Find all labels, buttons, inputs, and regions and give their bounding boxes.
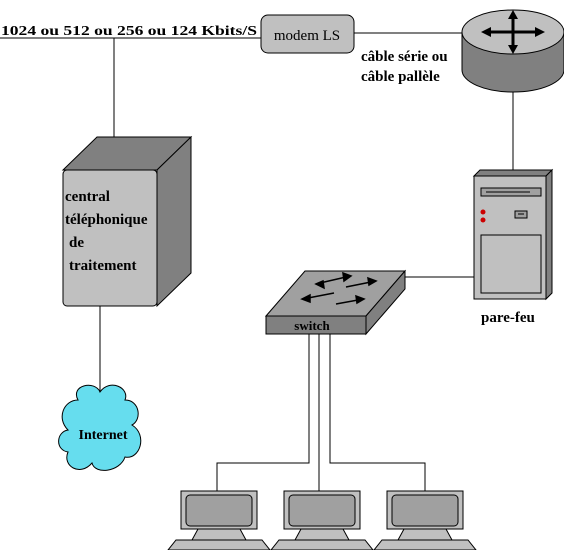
switch-label: switch (294, 318, 330, 333)
link-switch-pc3 (329, 333, 426, 491)
led-red-top (480, 209, 486, 215)
link-switch-pc1 (216, 333, 310, 491)
monitor-icon[interactable] (270, 490, 374, 550)
server-tower-icon[interactable] (472, 168, 554, 301)
connections (0, 32, 514, 491)
modem-label: modem LS (274, 28, 340, 44)
internet-label: Internet (79, 428, 128, 443)
speed-label: 1024 ou 512 ou 256 ou 124 Kbits/S (1, 24, 257, 39)
modem[interactable]: modem LS (260, 14, 355, 54)
central-label-line3: de (69, 235, 84, 251)
cable-label-line1: câble série ou (361, 49, 448, 65)
switch-icon[interactable]: switch (264, 269, 407, 336)
led-red-bottom (480, 217, 486, 223)
central-label-line1: central (65, 189, 110, 205)
monitor-icon[interactable] (167, 490, 271, 550)
central-label-line2: téléphonique (65, 212, 148, 228)
cloud-icon[interactable]: Internet (58, 384, 142, 471)
firewall-label: pare-feu (481, 310, 535, 326)
router-icon[interactable] (461, 9, 564, 93)
central-office[interactable]: central téléphonique de traitement (61, 135, 193, 308)
cable-label-line2: câble pallèle (361, 69, 440, 85)
monitor-icon[interactable] (373, 490, 477, 550)
central-label-line4: traitement (69, 258, 136, 274)
